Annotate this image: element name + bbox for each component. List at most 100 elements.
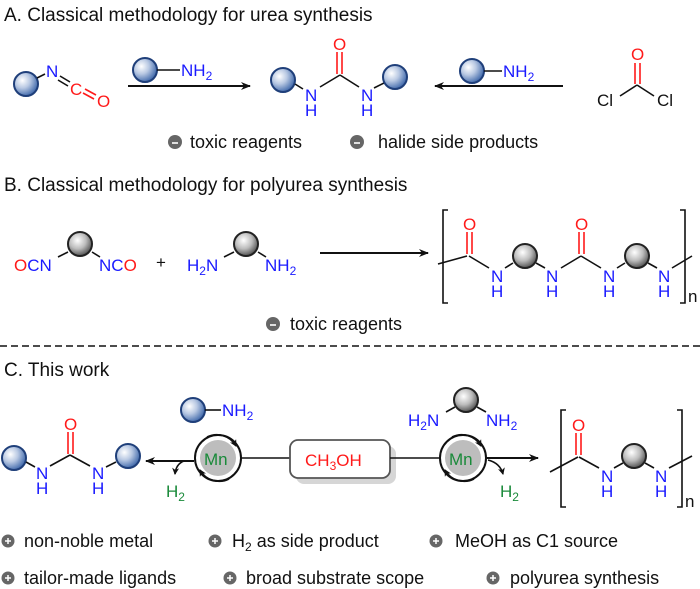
svg-text:N: N: [491, 267, 503, 286]
svg-text:H: H: [361, 101, 373, 120]
right-bracket: [680, 209, 686, 304]
svg-text:N: N: [36, 464, 48, 483]
svg-text:H: H: [601, 482, 613, 501]
substituent-sphere-icon: [13, 71, 39, 97]
polyurea-product-c: n O N H N H: [549, 409, 694, 511]
svg-text:NH2: NH2: [503, 62, 535, 84]
svg-text:N: N: [305, 86, 317, 105]
h2-release-arrow-left: [172, 460, 185, 475]
mn-catalyst-icon: [445, 440, 481, 476]
svg-text:O: O: [572, 416, 585, 435]
substituent-sphere-icon: [233, 231, 259, 257]
svg-text:H: H: [92, 479, 104, 498]
amine-reagent-a2: NH2: [459, 58, 535, 84]
substituent-sphere-icon: [459, 58, 485, 84]
minus-bullet-icon: [266, 317, 280, 331]
svg-text:tailor-made ligands: tailor-made ligands: [24, 568, 176, 588]
amine-reagent-a1: NH2: [132, 57, 213, 83]
mn-catalyst-right: Mn: [439, 433, 487, 483]
plus-sign: +: [156, 253, 166, 272]
minus-bullet-icon: [168, 135, 182, 149]
h2-release-arrow-right: [487, 459, 505, 475]
section-b-title: B. Classical methodology for polyurea sy…: [4, 175, 407, 196]
isocyanate-n: N: [46, 62, 58, 81]
svg-text:O: O: [575, 215, 588, 234]
svg-text:H: H: [655, 482, 667, 501]
svg-text:halide side products: halide side products: [378, 132, 538, 152]
svg-text:Cl: Cl: [657, 91, 673, 110]
drawback-halide-side-products: halide side products: [350, 132, 538, 152]
substituent-sphere-icon: [180, 397, 206, 423]
advantage-polyurea-synthesis: polyurea synthesis: [486, 568, 659, 588]
substituent-sphere-icon: [512, 243, 538, 269]
advantage-broad-substrate-scope: broad substrate scope: [223, 568, 424, 588]
polyurea-product-b: n O N H N H O N H N H: [437, 209, 697, 306]
diamine-reagent-c: H2N NH2: [408, 387, 518, 433]
svg-text:H2 as side product: H2 as side product: [232, 531, 379, 554]
diisocyanate-molecule: OCN NCO: [14, 231, 137, 275]
minus-bullet-icon: [350, 135, 364, 149]
advantage-tailor-made-ligands: tailor-made ligands: [1, 568, 176, 588]
svg-text:O: O: [64, 415, 77, 434]
svg-text:MeOH as C1 source: MeOH as C1 source: [455, 531, 618, 551]
svg-text:O: O: [631, 45, 644, 64]
svg-text:Cl: Cl: [597, 91, 613, 110]
svg-text:NCO: NCO: [99, 256, 137, 275]
isocyanate-o: O: [97, 92, 110, 111]
section-c-title: C. This work: [4, 360, 110, 381]
substituent-sphere-icon: [270, 67, 296, 93]
svg-text:N: N: [601, 467, 613, 486]
drawback-toxic-reagents-a: toxic reagents: [168, 132, 302, 152]
svg-text:H: H: [491, 282, 503, 301]
mn-catalyst-left: Mn: [194, 433, 242, 483]
svg-text:O: O: [463, 215, 476, 234]
svg-text:H: H: [546, 282, 558, 301]
diamine-molecule-b: H2N NH2: [187, 231, 297, 278]
substituent-sphere-icon: [115, 443, 141, 469]
urea-product-c: N H O N H: [1, 415, 141, 498]
svg-text:NH2: NH2: [265, 256, 297, 278]
substituent-sphere-icon: [453, 387, 479, 413]
advantage-h2-side-product: H2 as side product: [208, 531, 379, 554]
h2-byproduct-left: H2: [166, 482, 185, 504]
advantage-meoh-c1-source: MeOH as C1 source: [429, 531, 618, 551]
drawback-toxic-reagents-b: toxic reagents: [266, 314, 402, 334]
svg-text:N: N: [658, 267, 670, 286]
svg-text:N: N: [546, 267, 558, 286]
svg-text:NH2: NH2: [181, 61, 213, 83]
substituent-sphere-icon: [382, 64, 408, 90]
svg-text:toxic reagents: toxic reagents: [290, 314, 402, 334]
methanol-box: CH3OH: [289, 439, 396, 484]
svg-text:O: O: [333, 35, 346, 54]
methanol-label: CH3OH: [305, 451, 362, 473]
amine-reagent-c: NH2: [180, 397, 254, 423]
svg-text:OCN: OCN: [14, 256, 52, 275]
svg-text:NH2: NH2: [222, 401, 254, 423]
svg-text:N: N: [603, 267, 615, 286]
substituent-sphere-icon: [621, 443, 647, 469]
substituent-sphere-icon: [67, 231, 93, 257]
isocyanate-molecule: N C O: [13, 62, 110, 111]
urea-product-a: N H O N H: [270, 35, 408, 120]
h2-byproduct-right: H2: [500, 482, 519, 504]
svg-text:Mn: Mn: [449, 450, 473, 469]
svg-text:non-noble metal: non-noble metal: [24, 531, 153, 551]
left-bracket: [442, 209, 448, 304]
left-bracket: [560, 409, 566, 508]
substituent-sphere-icon: [624, 243, 650, 269]
right-bracket: [677, 409, 683, 508]
mn-catalyst-icon: [200, 440, 236, 476]
phosgene-molecule: O Cl Cl: [597, 45, 673, 110]
svg-text:polyurea synthesis: polyurea synthesis: [510, 568, 659, 588]
svg-text:H2N: H2N: [187, 256, 218, 278]
svg-text:H: H: [603, 282, 615, 301]
svg-text:toxic reagents: toxic reagents: [190, 132, 302, 152]
svg-text:n: n: [685, 492, 694, 511]
substituent-sphere-icon: [132, 57, 158, 83]
isocyanate-c: C: [70, 80, 82, 99]
svg-text:H2N: H2N: [408, 411, 439, 433]
svg-text:H: H: [658, 282, 670, 301]
svg-text:N: N: [655, 467, 667, 486]
advantage-non-noble-metal: non-noble metal: [1, 531, 153, 551]
svg-text:H: H: [36, 479, 48, 498]
